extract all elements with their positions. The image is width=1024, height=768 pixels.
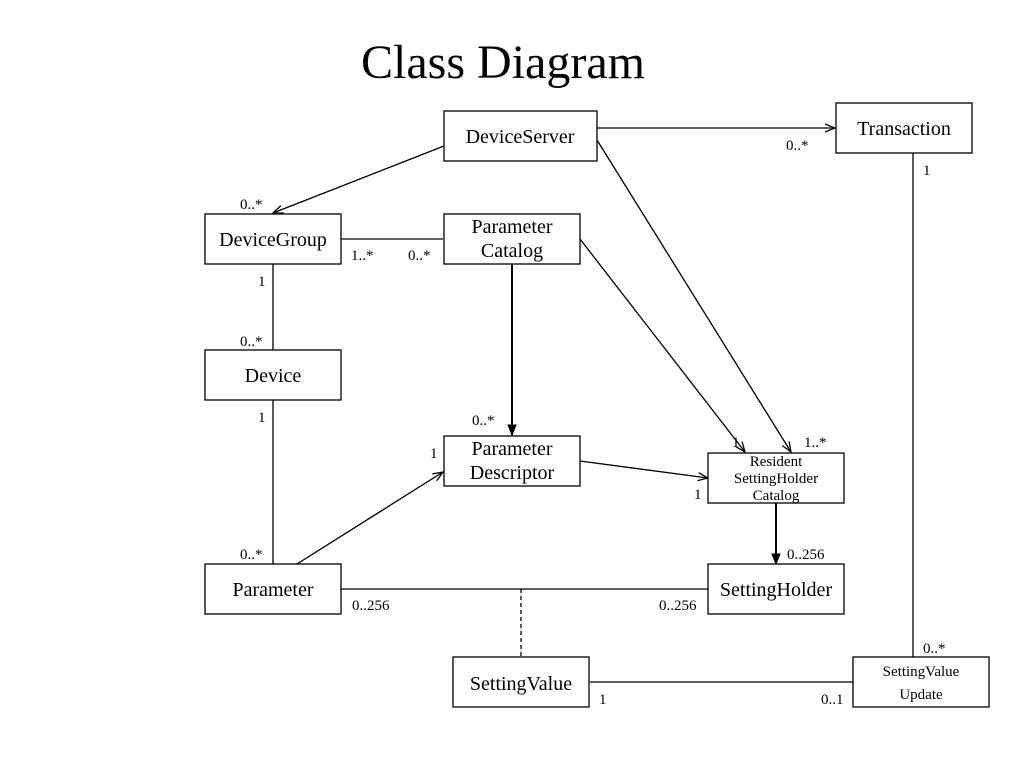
class-name: Transaction xyxy=(857,118,951,140)
assoc-catalog-rshc xyxy=(579,238,745,452)
class-name-line-2: Update xyxy=(899,687,943,703)
assoc-parameter-descriptor xyxy=(296,472,443,565)
class-name: DeviceGroup xyxy=(219,229,327,251)
class-parameter-catalog[interactable]: Parameter Catalog xyxy=(443,213,581,265)
multiplicity-label: 0..1 xyxy=(821,692,844,708)
multiplicity-label: 1 xyxy=(732,435,740,451)
multiplicity-label: 1 xyxy=(694,487,702,503)
multiplicity-label: 0..* xyxy=(472,413,495,429)
class-name-line-1: Parameter xyxy=(471,438,552,460)
multiplicity-label: 1 xyxy=(258,274,266,290)
class-name-line-1: Resident xyxy=(750,454,803,470)
multiplicity-label: 0..256 xyxy=(659,598,697,614)
multiplicity-labels: 0..* 1 0..* 1..* 0..* 1 0..* 1 0..* 1 1 … xyxy=(240,138,946,708)
page-title: Class Diagram xyxy=(361,36,645,89)
assoc-server-group xyxy=(273,145,445,213)
class-name-line-1: SettingValue xyxy=(883,664,960,680)
multiplicity-label: 0..* xyxy=(408,248,431,264)
class-name: SettingValue xyxy=(470,673,572,695)
class-setting-value[interactable]: SettingValue xyxy=(452,656,590,708)
assoc-descriptor-rshc xyxy=(579,460,708,478)
class-setting-holder[interactable]: SettingHolder xyxy=(707,563,845,615)
multiplicity-label: 0..256 xyxy=(787,547,825,563)
class-setting-value-update[interactable]: SettingValue Update xyxy=(852,656,990,708)
class-name: Parameter xyxy=(232,579,313,601)
class-device[interactable]: Device xyxy=(204,349,342,401)
class-transaction[interactable]: Transaction xyxy=(835,102,973,154)
multiplicity-label: 0..* xyxy=(240,547,263,563)
class-name-line-3: Catalog xyxy=(753,488,800,504)
multiplicity-label: 1 xyxy=(599,692,607,708)
class-resident-settingholder-catalog[interactable]: Resident SettingHolder Catalog xyxy=(707,452,845,504)
class-name-line-2: Descriptor xyxy=(470,462,555,484)
class-device-group[interactable]: DeviceGroup xyxy=(204,213,342,265)
class-name: SettingHolder xyxy=(720,579,833,601)
multiplicity-label: 1 xyxy=(923,163,931,179)
multiplicity-label: 1..* xyxy=(351,248,374,264)
multiplicity-label: 1 xyxy=(430,446,438,462)
multiplicity-label: 0..256 xyxy=(352,598,390,614)
class-device-server[interactable]: DeviceServer xyxy=(443,110,598,162)
multiplicity-label: 0..* xyxy=(786,138,809,154)
multiplicity-label: 1 xyxy=(258,410,266,426)
multiplicity-label: 0..* xyxy=(240,334,263,350)
class-name-line-1: Parameter xyxy=(471,216,552,238)
multiplicity-label: 1..* xyxy=(804,435,827,451)
class-name-line-2: SettingHolder xyxy=(734,471,818,487)
class-name-line-2: Catalog xyxy=(481,240,543,262)
class-parameter-descriptor[interactable]: Parameter Descriptor xyxy=(443,435,581,487)
connectors xyxy=(273,128,914,683)
multiplicity-label: 0..* xyxy=(923,641,946,657)
class-name: Device xyxy=(245,365,302,387)
assoc-server-rshc xyxy=(596,139,791,452)
multiplicity-label: 0..* xyxy=(240,197,263,213)
class-parameter[interactable]: Parameter xyxy=(204,563,342,615)
class-name: DeviceServer xyxy=(466,126,575,148)
